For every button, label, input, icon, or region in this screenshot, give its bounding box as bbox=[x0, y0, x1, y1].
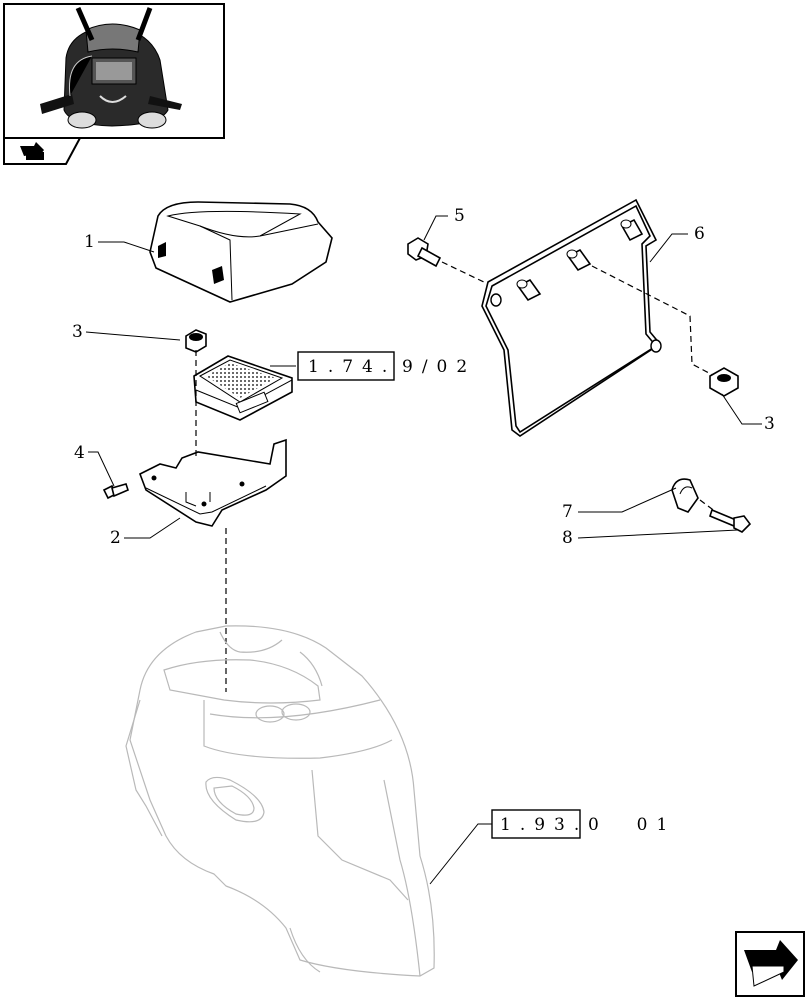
part-4-bolt bbox=[102, 483, 129, 500]
callout-3-left: 3 bbox=[72, 322, 83, 342]
callout-8: 8 bbox=[562, 528, 573, 548]
next-page-arrow-icon[interactable] bbox=[735, 931, 805, 997]
reference-2-rest: 0 01 bbox=[588, 815, 676, 835]
callout-5: 5 bbox=[454, 206, 465, 226]
reference-link-1[interactable]: 1.74. 9/02 bbox=[297, 351, 476, 381]
callout-7: 7 bbox=[562, 502, 573, 522]
reference-2-boxed: 1.93. bbox=[500, 815, 588, 835]
callout-3-right: 3 bbox=[764, 414, 775, 434]
part-7-clip bbox=[671, 478, 699, 513]
part-8-bolt bbox=[709, 508, 752, 533]
part-3-nut-right bbox=[709, 367, 739, 397]
page-forward-arrow-icon[interactable] bbox=[3, 137, 82, 165]
reference-1-boxed: 1.74. bbox=[308, 357, 396, 377]
reference-link-2[interactable]: 1.93. 0 01 bbox=[491, 809, 676, 839]
part-1-cover bbox=[149, 201, 333, 303]
part-6-plate bbox=[481, 198, 662, 437]
callout-4: 4 bbox=[74, 443, 85, 463]
reference-1-rest: 9/02 bbox=[402, 357, 476, 377]
leader-lines bbox=[85, 215, 762, 885]
callout-6: 6 bbox=[694, 224, 705, 244]
part-2-bracket bbox=[138, 438, 287, 527]
console-housing-outline bbox=[125, 625, 435, 977]
callout-2: 2 bbox=[110, 528, 121, 548]
part-5-bolt bbox=[407, 237, 442, 268]
part-3-nut-left bbox=[185, 329, 207, 353]
tractor-cab-thumbnail[interactable] bbox=[3, 3, 225, 139]
callout-1: 1 bbox=[84, 232, 95, 252]
